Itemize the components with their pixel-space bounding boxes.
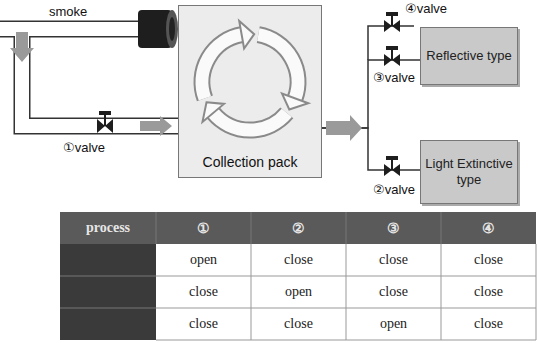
valve-label: ③valve — [372, 68, 432, 86]
pipe-connector — [322, 60, 420, 128]
table-cell: close — [284, 252, 313, 268]
flow-label: smoke — [48, 4, 88, 19]
table-cell: close — [156, 276, 251, 308]
pipe-line — [322, 60, 420, 128]
flow-arrow — [140, 116, 172, 136]
table-cell: open — [285, 284, 312, 300]
valve-label: ③valve — [372, 70, 416, 85]
sampler-head — [138, 10, 178, 48]
table-cell: close — [189, 284, 218, 300]
table-cell: close — [474, 316, 503, 332]
table-header: process — [60, 212, 156, 244]
table-cell: close — [474, 284, 503, 300]
table-header: ② — [251, 212, 346, 244]
collection-pack: Collection pack — [178, 5, 322, 178]
node-label: Reflective type — [426, 48, 511, 64]
valve-symbol — [384, 156, 400, 176]
table-cell: open — [190, 252, 217, 268]
table-header: ④ — [441, 212, 536, 244]
table-cell: open — [380, 316, 407, 332]
valve-symbol — [97, 111, 113, 133]
table-cell: close — [379, 252, 408, 268]
valve-label: ②valve — [372, 180, 432, 198]
detector-box: Light Extinctive type — [420, 140, 518, 204]
pack-ground — [178, 5, 322, 178]
table-cell: close — [251, 308, 346, 340]
valve-label: ②valve — [372, 182, 416, 197]
table-header: ③ — [387, 220, 400, 237]
valve-table — [60, 212, 536, 340]
manifold-pipe — [368, 26, 414, 60]
node-label: Collection pack — [203, 154, 298, 171]
valve-label: ①valve — [62, 140, 106, 155]
table-cell: open — [251, 276, 346, 308]
table-cell: close — [441, 276, 536, 308]
table-cell: close — [379, 284, 408, 300]
table-header: ① — [197, 220, 210, 237]
table-cell: close — [284, 316, 313, 332]
table-cell: close — [346, 276, 441, 308]
table-header: ④ — [482, 220, 495, 237]
table-cell: close — [474, 252, 503, 268]
table-cell: open — [346, 308, 441, 340]
table-cell: close — [441, 244, 536, 276]
valve-label: ①valve — [62, 138, 132, 156]
valve-label: ④valve — [404, 1, 448, 16]
valve-label: ④valve — [404, 0, 464, 16]
valve-symbol — [384, 46, 400, 66]
table-header: ② — [292, 220, 305, 237]
table-cell: close — [189, 316, 218, 332]
flow-arrow — [326, 115, 362, 141]
node-label: Light Extinctive type — [425, 156, 513, 187]
valve-symbol — [384, 12, 400, 32]
table-cell: close — [441, 308, 536, 340]
table-cell: open — [156, 244, 251, 276]
table-header: process — [86, 220, 130, 236]
table-header: ③ — [346, 212, 441, 244]
flow-arrow — [10, 32, 34, 62]
flow-label: smoke — [48, 2, 108, 20]
table-cell: close — [251, 244, 346, 276]
table-header: ① — [156, 212, 251, 244]
circulation-arrows — [202, 21, 308, 130]
table-cell: close — [156, 308, 251, 340]
detector-box: Reflective type — [420, 27, 518, 85]
table-cell: close — [346, 244, 441, 276]
